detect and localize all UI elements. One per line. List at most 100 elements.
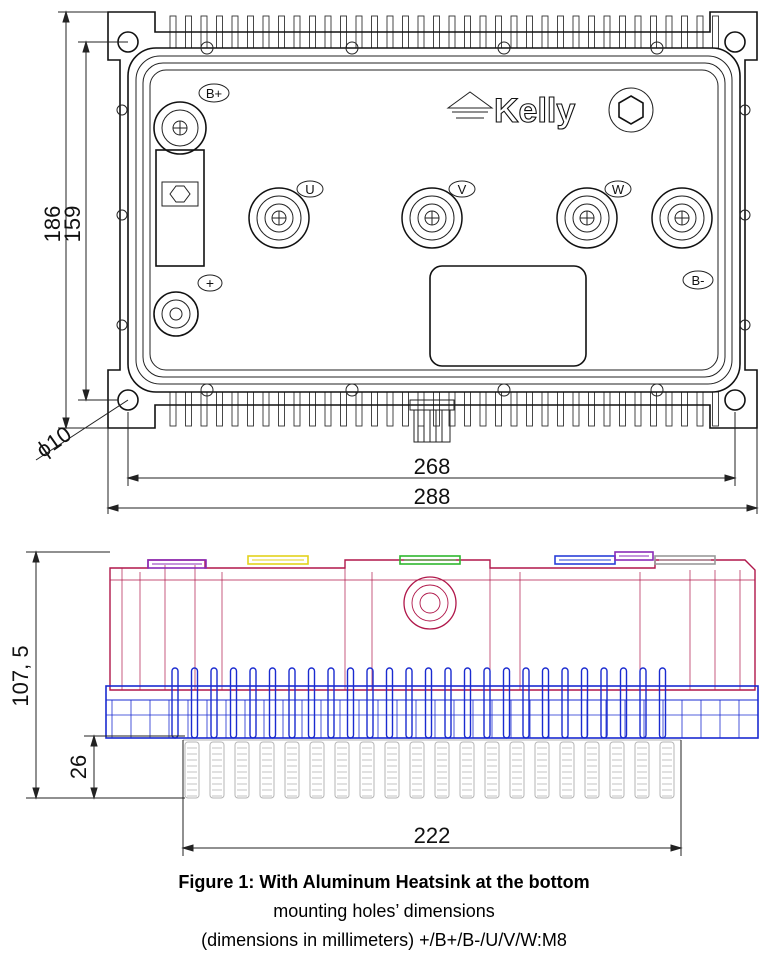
- fin: [417, 391, 425, 427]
- terminal-cap: [147, 559, 207, 569]
- housing-inner-1: [135, 55, 733, 385]
- svg-text:W: W: [612, 182, 625, 197]
- heatsink-fin: [284, 741, 300, 799]
- fins-bottom: [169, 391, 719, 427]
- dim-222: 222: [414, 823, 451, 848]
- fin: [355, 391, 363, 427]
- fin: [200, 391, 208, 427]
- dim-268: 268: [414, 454, 451, 479]
- bus-bar: [155, 149, 205, 267]
- base-fin: [580, 667, 589, 739]
- base-fin: [483, 667, 491, 739]
- side-view: 107, 5 26 222: [8, 550, 759, 856]
- fin: [665, 391, 673, 427]
- base-fin: [639, 667, 647, 739]
- dim-288: 288: [414, 484, 451, 509]
- base-fin: [424, 667, 433, 739]
- base-side: [105, 667, 759, 739]
- terminal-b-minus: [651, 187, 713, 249]
- heatsink-fin: [359, 741, 375, 799]
- fin: [696, 391, 704, 427]
- heatsink-fin: [184, 741, 200, 799]
- heatsink-fin: [209, 741, 225, 799]
- hex-plug: [608, 87, 654, 133]
- technical-drawing: Kelly B+ +: [8, 10, 759, 856]
- fin: [650, 391, 657, 427]
- fin: [464, 391, 471, 427]
- lid-screws: [116, 41, 751, 397]
- base-fin: [600, 667, 608, 739]
- base-fin: [444, 667, 452, 739]
- w-label: W: [604, 180, 632, 198]
- terminal-cap: [399, 555, 461, 565]
- dim-lines-bottom: [106, 412, 759, 514]
- b-plus-terminal: [153, 101, 207, 337]
- fin: [216, 391, 223, 427]
- v-label: V: [448, 180, 476, 198]
- fin: [634, 391, 642, 427]
- heatsink-fin: [309, 741, 325, 799]
- fin: [309, 391, 316, 427]
- heatsink-fin: [259, 741, 275, 799]
- fin: [681, 391, 688, 427]
- terminal-cap: [614, 551, 654, 561]
- fin: [712, 391, 719, 427]
- base-fin: [346, 667, 355, 739]
- heatsink-fin: [409, 741, 425, 799]
- svg-text:+: +: [206, 275, 214, 291]
- heatsink-fin: [334, 741, 350, 799]
- fin: [340, 391, 347, 427]
- base-fin: [171, 667, 179, 739]
- housing-outline: [127, 47, 741, 393]
- fin: [510, 391, 518, 427]
- base-fin: [249, 667, 257, 739]
- heatsink-fin: [459, 741, 475, 799]
- base-fin: [268, 667, 277, 739]
- terminal-cap: [654, 555, 716, 565]
- terminal-u: [248, 187, 310, 249]
- base-fin: [229, 667, 238, 739]
- base-fin: [327, 667, 335, 739]
- base-fin: [288, 667, 296, 739]
- base-fin: [619, 667, 628, 739]
- fin: [557, 391, 564, 427]
- base-fin: [405, 667, 413, 739]
- figure-caption-line3: (dimensions in millimeters) +/B+/B-/U/V/…: [201, 930, 567, 950]
- terminal-v: [401, 187, 463, 249]
- fin: [603, 391, 611, 427]
- fin: [495, 391, 502, 427]
- dim-159: 159: [60, 206, 85, 243]
- svg-text:V: V: [458, 182, 467, 197]
- heatsink-fin: [659, 741, 675, 799]
- b-minus-label: B-: [682, 270, 714, 290]
- base-fin: [522, 667, 530, 739]
- terminal-cap: [247, 555, 309, 565]
- dim-186: 186: [40, 206, 65, 243]
- heatsink-fin: [634, 741, 650, 799]
- base-fin: [385, 667, 394, 739]
- u-label: U: [296, 180, 324, 198]
- base-fin: [561, 667, 569, 739]
- svg-text:B-: B-: [692, 273, 705, 288]
- base-fin: [502, 667, 511, 739]
- top-view: Kelly B+ +: [31, 10, 759, 514]
- heatsink-fin: [484, 741, 500, 799]
- housing-side: [109, 559, 756, 691]
- cable-gland: [409, 399, 455, 443]
- dim-26: 26: [66, 755, 91, 779]
- heatsink-fin: [609, 741, 625, 799]
- heatsink-fin: [384, 741, 400, 799]
- b-plus-label: B+: [198, 83, 230, 103]
- heatsink-fin: [509, 741, 525, 799]
- fin: [169, 391, 177, 427]
- fin: [588, 391, 595, 427]
- housing-lid: [149, 69, 719, 371]
- heatsink-fin: [234, 741, 250, 799]
- brand-label: Kelly: [494, 92, 575, 130]
- phase-terminals: [248, 187, 713, 249]
- label-window: [429, 265, 587, 367]
- fin: [386, 391, 394, 427]
- base-fin: [463, 667, 472, 739]
- kelly-logo: Kelly: [446, 91, 576, 131]
- svg-text:U: U: [305, 182, 314, 197]
